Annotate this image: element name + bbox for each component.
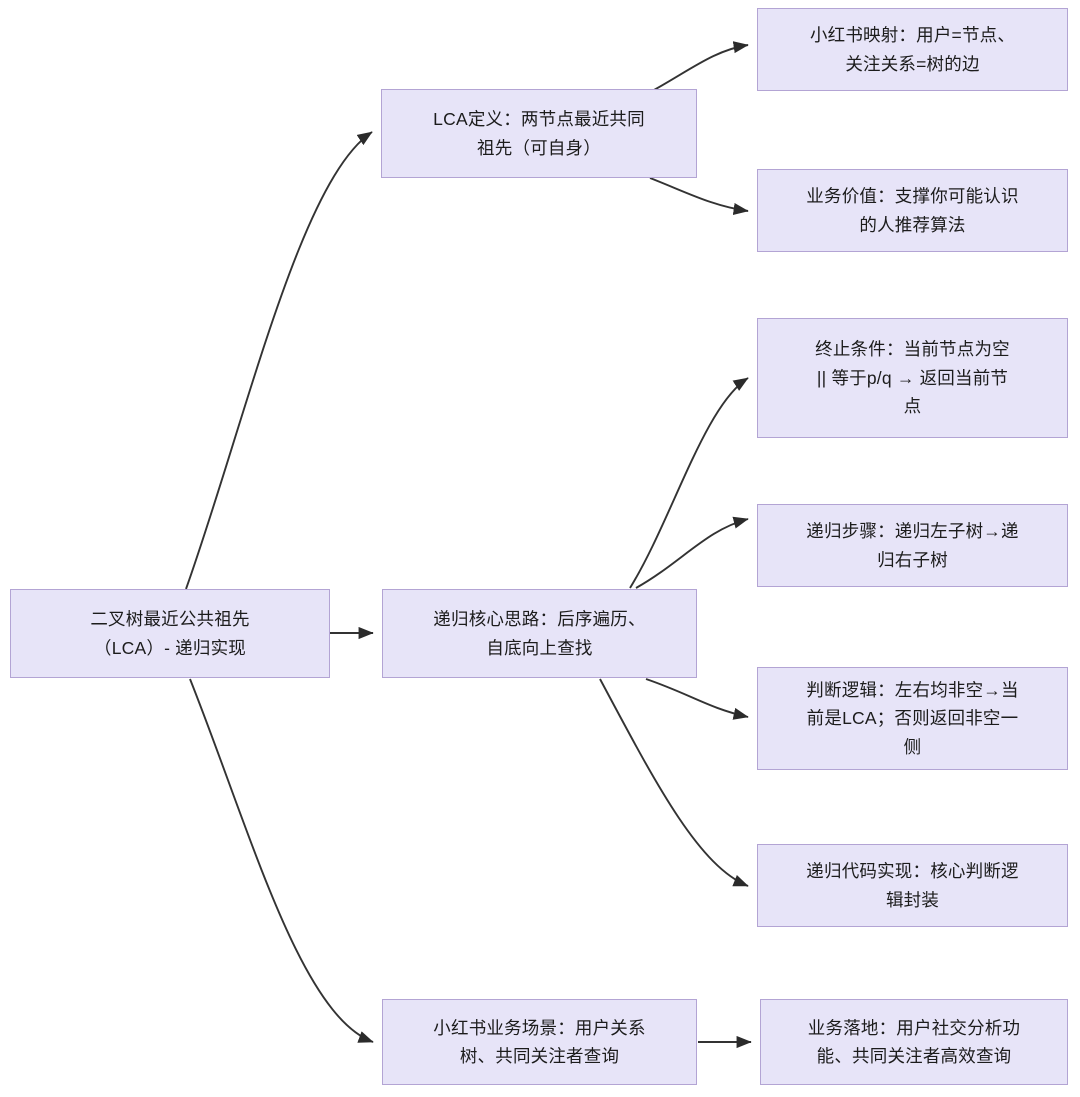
node-root-line1: 二叉树最近公共祖先 bbox=[90, 609, 250, 630]
node-code-impl-line1: 递归代码实现：核心判断逻 bbox=[806, 861, 1019, 882]
node-termination-line2: || 等于p/q → 返回当前节 bbox=[816, 367, 1009, 388]
node-judge-logic-line1: 判断逻辑：左右均非空→当 bbox=[806, 679, 1019, 700]
node-xhs-scenario-line2: 树、共同关注者查询 bbox=[459, 1046, 620, 1066]
node-lca-definition-line2: 祖先（可自身） bbox=[477, 137, 601, 158]
node-xhs-mapping[interactable]: 小红书映射：用户=节点、 关注关系=树的边 bbox=[757, 8, 1068, 91]
node-judge-logic-line2: 前是LCA；否则返回非空一 bbox=[806, 708, 1019, 729]
node-lca-definition[interactable]: LCA定义：两节点最近共同 祖先（可自身） bbox=[381, 89, 697, 178]
edge-root-to-lca-definition bbox=[185, 131, 373, 590]
node-business-value-line1: 业务价值：支撑你可能认识 bbox=[806, 186, 1019, 207]
node-recursion-core-line2: 自底向上查找 bbox=[486, 637, 593, 658]
node-recursion-steps-line1: 递归步骤：递归左子树→递 bbox=[806, 521, 1019, 542]
node-recursion-core-line1: 递归核心思路：后序遍历、 bbox=[433, 609, 646, 630]
node-root-line2: （LCA）- 递归实现 bbox=[94, 637, 246, 658]
node-root[interactable]: 二叉树最近公共祖先 bbox=[10, 589, 330, 678]
node-code-impl-line2: 辑封装 bbox=[885, 889, 940, 910]
edge-lca-definition-to-business-value bbox=[649, 177, 749, 216]
node-business-value-line2: 的人推荐算法 bbox=[859, 214, 966, 235]
node-judge-logic-line3: 侧 bbox=[903, 736, 922, 757]
edge-root-to-xhs-scenario bbox=[189, 678, 374, 1043]
node-judge-logic[interactable]: 判断逻辑：左右均非空→当 前是LCA；否则返回非空一 侧 bbox=[757, 667, 1068, 770]
node-root-text-wrap: 二叉树最近公共祖先 （LCA）- 递归实现 bbox=[10, 589, 330, 678]
node-business-landing-line1: 业务落地：用户社交分析功 bbox=[807, 1017, 1021, 1038]
node-recursion-steps-line2: 归右子树 bbox=[877, 549, 948, 570]
node-xhs-scenario[interactable]: 小红书业务场景：用户关系 树、共同关注者查询 bbox=[382, 999, 697, 1085]
node-xhs-mapping-line1: 小红书映射：用户=节点、 bbox=[809, 25, 1016, 46]
node-termination-line1: 终止条件：当前节点为空 bbox=[815, 339, 1010, 360]
node-termination-line3: 点 bbox=[903, 396, 922, 417]
node-business-landing-line2: 能、共同关注者高效查询 bbox=[816, 1046, 1012, 1066]
node-code-impl[interactable]: 递归代码实现：核心判断逻 辑封装 bbox=[757, 844, 1068, 927]
node-xhs-scenario-line1: 小红书业务场景：用户关系 bbox=[433, 1017, 646, 1038]
edge-recursion-core-to-termination bbox=[629, 377, 749, 589]
node-xhs-mapping-line2: 关注关系=树的边 bbox=[845, 53, 980, 74]
node-recursion-steps[interactable]: 递归步骤：递归左子树→递 归右子树 bbox=[757, 504, 1068, 587]
node-business-value[interactable]: 业务价值：支撑你可能认识 的人推荐算法 bbox=[757, 169, 1068, 252]
node-recursion-core[interactable]: 递归核心思路：后序遍历、 自底向上查找 bbox=[382, 589, 697, 678]
node-business-landing[interactable]: 业务落地：用户社交分析功 能、共同关注者高效查询 bbox=[760, 999, 1068, 1085]
edge-lca-definition-to-xhs-mapping bbox=[653, 41, 749, 91]
edge-recursion-core-to-judge-logic bbox=[645, 678, 749, 720]
node-lca-definition-line1: LCA定义：两节点最近共同 bbox=[433, 109, 645, 130]
edge-recursion-core-to-code-impl bbox=[599, 678, 749, 887]
edge-recursion-core-to-recursion-steps bbox=[635, 516, 749, 589]
node-termination[interactable]: 终止条件：当前节点为空 || 等于p/q → 返回当前节 点 bbox=[757, 318, 1068, 438]
